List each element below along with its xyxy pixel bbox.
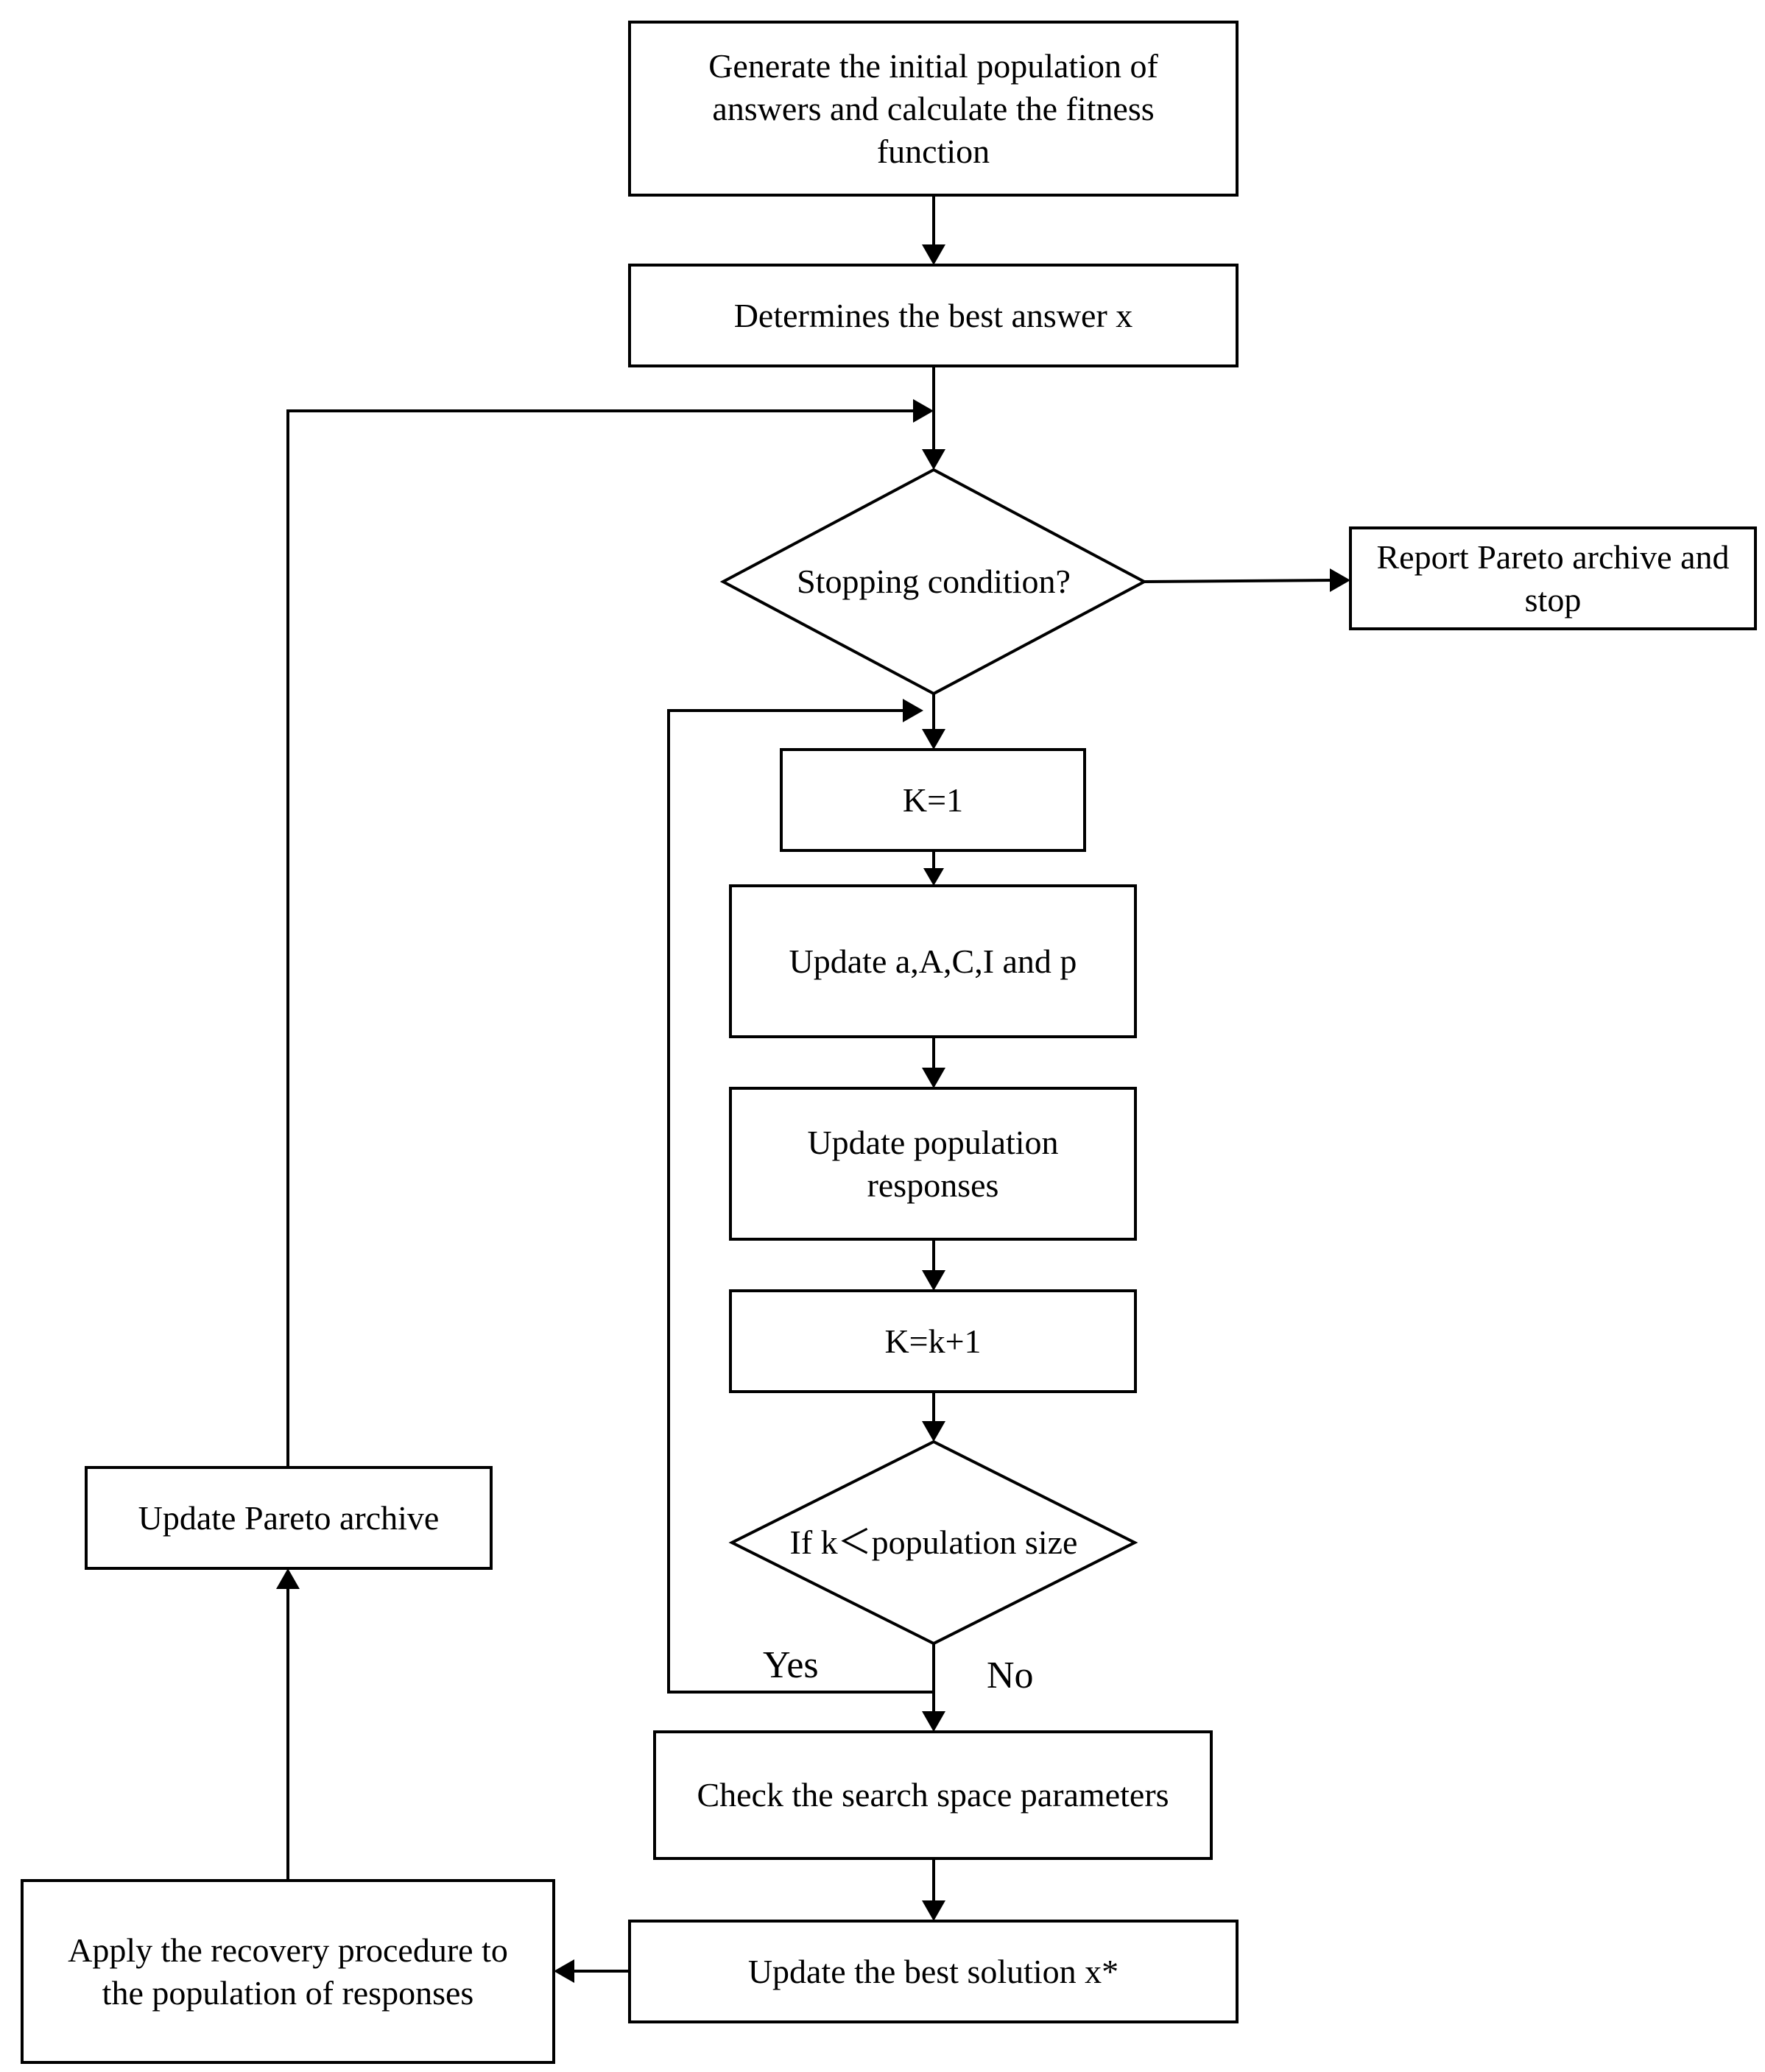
- update-best-label: Update the best solution x*: [747, 1952, 1119, 1990]
- arrowhead-best: [922, 244, 945, 265]
- arrowhead-update-best: [922, 1900, 945, 1921]
- update-population-label: Update population responses: [807, 1123, 1059, 1204]
- arrowhead-params: [923, 868, 944, 886]
- arrowhead-population: [922, 1068, 945, 1088]
- report-label: Report Pareto archive and stop: [1376, 538, 1730, 619]
- arrowhead-stopping: [922, 449, 945, 470]
- k1-box: [780, 748, 1086, 852]
- best-answer-label: Determines the best answer x: [733, 296, 1133, 334]
- arrowhead-pareto-loop: [913, 399, 934, 423]
- update-params-label: Update a,A,C,I and p: [789, 942, 1077, 980]
- check-label: Check the search space parameters: [697, 1776, 1169, 1814]
- if-k-label: If k＜population size: [789, 1523, 1078, 1561]
- check-box: [653, 1730, 1213, 1860]
- pareto-label: Update Pareto archive: [138, 1498, 440, 1537]
- no-label: No: [987, 1655, 1034, 1696]
- arrowhead-ifk: [922, 1421, 945, 1442]
- update-params-box: [729, 884, 1137, 1038]
- yes-label: Yes: [763, 1644, 819, 1686]
- report-box: [1349, 526, 1757, 630]
- arrowhead-k1: [922, 729, 945, 750]
- generate-label: Generate the initial population of answe…: [708, 46, 1158, 170]
- arrowhead-yes-loop: [903, 699, 923, 722]
- k1-label: K=1: [902, 780, 964, 819]
- edge-pareto-loop: [286, 409, 915, 1467]
- best-answer-box: [628, 264, 1239, 367]
- arrowhead-pareto: [276, 1568, 300, 1589]
- edge-yes-loop: [667, 709, 934, 1694]
- update-population-box: [729, 1087, 1137, 1241]
- arrowhead-report: [1330, 568, 1350, 592]
- generate-box: [628, 21, 1239, 197]
- arrowhead-recovery: [554, 1959, 574, 1983]
- edge-stopping-to-report: [1144, 579, 1332, 583]
- recovery-label: Apply the recovery procedure to the popu…: [68, 1931, 508, 2012]
- k-inc-box: [729, 1289, 1137, 1393]
- k-inc-label: K=k+1: [884, 1322, 982, 1360]
- arrowhead-kinc: [922, 1270, 945, 1291]
- recovery-box: [21, 1879, 555, 2064]
- pareto-box: [85, 1466, 493, 1570]
- stopping-label: Stopping condition?: [797, 563, 1071, 600]
- update-best-box: [628, 1920, 1239, 2023]
- arrowhead-check: [922, 1711, 945, 1732]
